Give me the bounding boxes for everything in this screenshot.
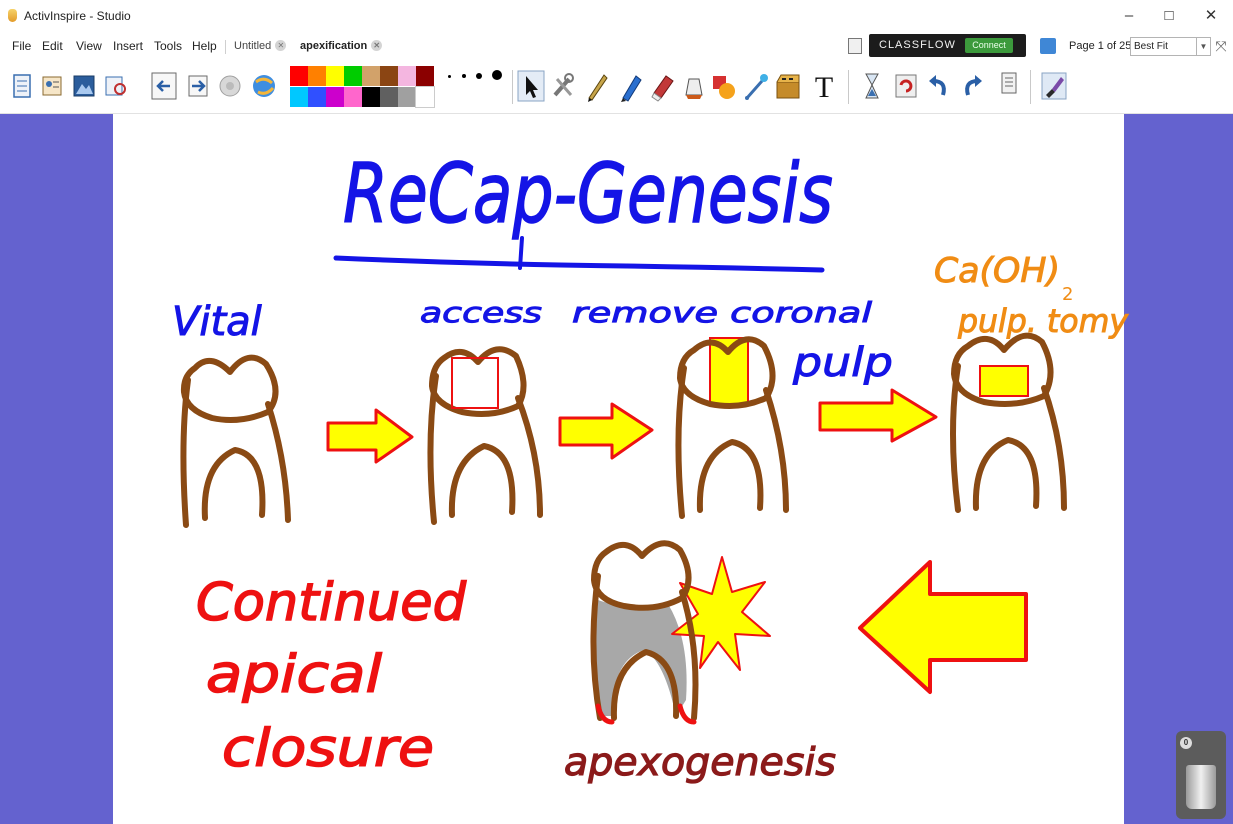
tooth-drawing-pulpotomy (953, 336, 1064, 510)
arrow-left-large (860, 562, 1026, 692)
label-continued: Continued (196, 573, 467, 633)
arrow-right-3 (820, 390, 936, 441)
access-cavity-outline (452, 358, 498, 408)
arrow-right-2 (560, 404, 652, 458)
label-vital: Vital (172, 299, 262, 345)
label-pulpotomy: pulp. tomy (957, 302, 1129, 340)
label-remove-coronal: remove coronal (572, 296, 872, 329)
label-caoh2-text: Ca(OH) (934, 251, 1060, 291)
label-apexogenesis: apexogenesis (564, 740, 836, 784)
trash-can[interactable]: 0 (1176, 731, 1226, 819)
label-pulp: pulp (792, 340, 893, 386)
tooth-drawing-pulp-removed (678, 338, 786, 516)
label-caoh2: Ca(OH) (934, 251, 1060, 291)
tooth-drawing-access (430, 349, 540, 522)
label-closure: closure (222, 719, 434, 779)
caoh2-fill (980, 366, 1028, 396)
tooth-drawing-apexogenesis (593, 543, 770, 722)
trash-count: 0 (1180, 737, 1192, 749)
label-access: access (420, 296, 542, 329)
tooth-drawing-vital (183, 358, 288, 525)
heading-underline (336, 258, 822, 270)
arrow-right-1 (328, 410, 412, 462)
label-apical: apical (206, 645, 383, 705)
trash-icon (1186, 765, 1216, 809)
heading-underline-tick (520, 238, 522, 268)
page-heading: ReCap-Genesis (343, 147, 833, 242)
